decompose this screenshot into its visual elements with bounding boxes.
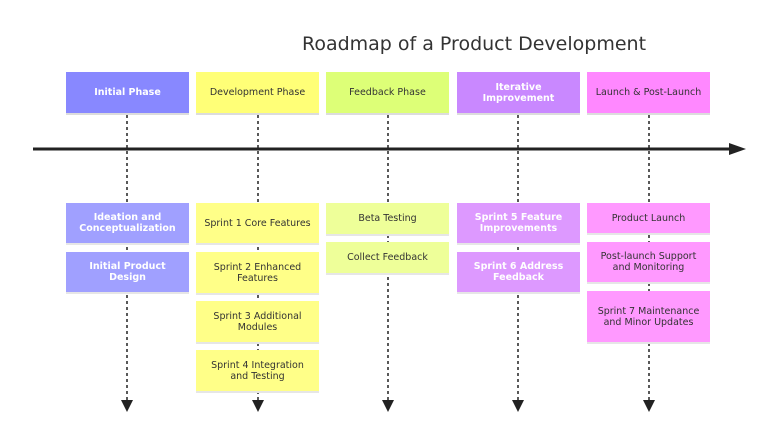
event-sprint-7: Sprint 7 Maintenance and Minor Updates (587, 291, 710, 344)
event-sprint-2: Sprint 2 Enhanced Features (196, 252, 319, 295)
event-sprint-5: Sprint 5 Feature Improvements (457, 203, 580, 245)
section-initial-phase: Initial Phase (66, 72, 189, 115)
event-post-launch-support: Post-launch Support and Monitoring (587, 242, 710, 284)
timeline-arrowhead-icon (729, 143, 746, 155)
event-collect-feedback: Collect Feedback (326, 242, 449, 275)
section-launch-post-launch: Launch & Post-Launch (587, 72, 710, 115)
event-sprint-1: Sprint 1 Core Features (196, 203, 319, 245)
section-feedback-phase: Feedback Phase (326, 72, 449, 115)
diagram-title: Roadmap of a Product Development (301, 33, 647, 55)
event-ideation: Ideation and Conceptualization (66, 203, 189, 245)
event-sprint-3: Sprint 3 Additional Modules (196, 301, 319, 344)
section-development-phase: Development Phase (196, 72, 319, 115)
event-product-launch: Product Launch (587, 203, 710, 235)
event-sprint-6: Sprint 6 Address Feedback (457, 252, 580, 294)
event-beta-testing: Beta Testing (326, 203, 449, 236)
section-iterative-improvement: Iterative Improvement (457, 72, 580, 115)
event-sprint-4: Sprint 4 Integration and Testing (196, 350, 319, 393)
event-initial-product-design: Initial Product Design (66, 252, 189, 294)
